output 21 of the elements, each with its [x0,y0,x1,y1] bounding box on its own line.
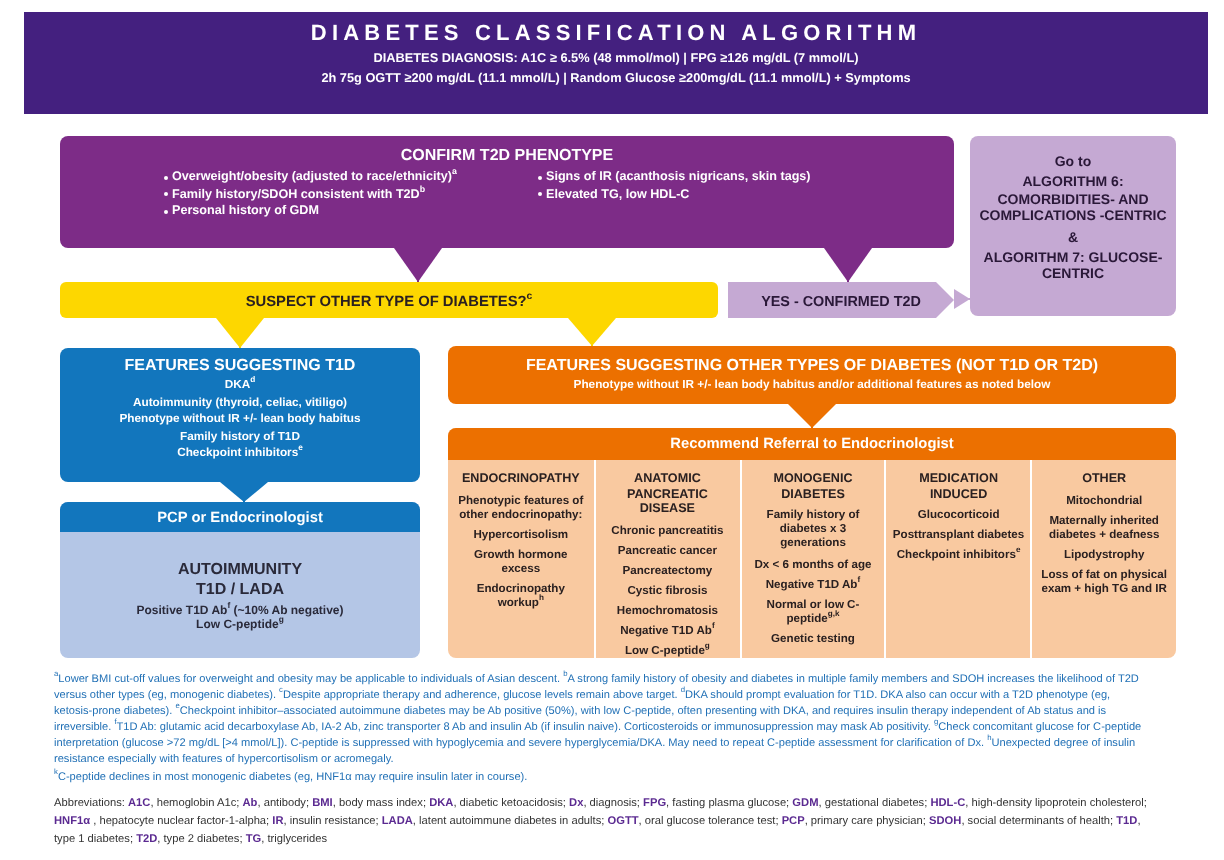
phenotype-box [60,136,954,248]
box-heading: FEATURES SUGGESTING OTHER TYPES OF DIABETES (NOT T1D OR T2D) [525,356,1099,374]
referral-panel [448,428,1176,658]
arrow [568,317,616,347]
box-heading: CONFIRM T2D PHENOTYPE [400,146,614,164]
arrow [216,317,264,349]
pathway-panel [60,502,420,658]
box-heading: FEATURES SUGGESTING T1D [124,356,356,374]
arrow [394,247,442,283]
confirmation-arrow-box [728,282,954,318]
box-heading: AUTOIMMUNITY T1D / LADA [175,560,305,599]
features-box [60,348,420,482]
arrow [788,403,836,429]
arrow [953,289,971,309]
decision-banner [60,282,718,318]
referral-instruction-box [970,136,1176,316]
arrow [824,247,872,283]
header-banner [24,12,1208,114]
diagram-title: DIABETES CLASSIFICATION ALGORITHM [308,22,924,46]
features-box [448,346,1176,404]
arrow [220,481,268,503]
